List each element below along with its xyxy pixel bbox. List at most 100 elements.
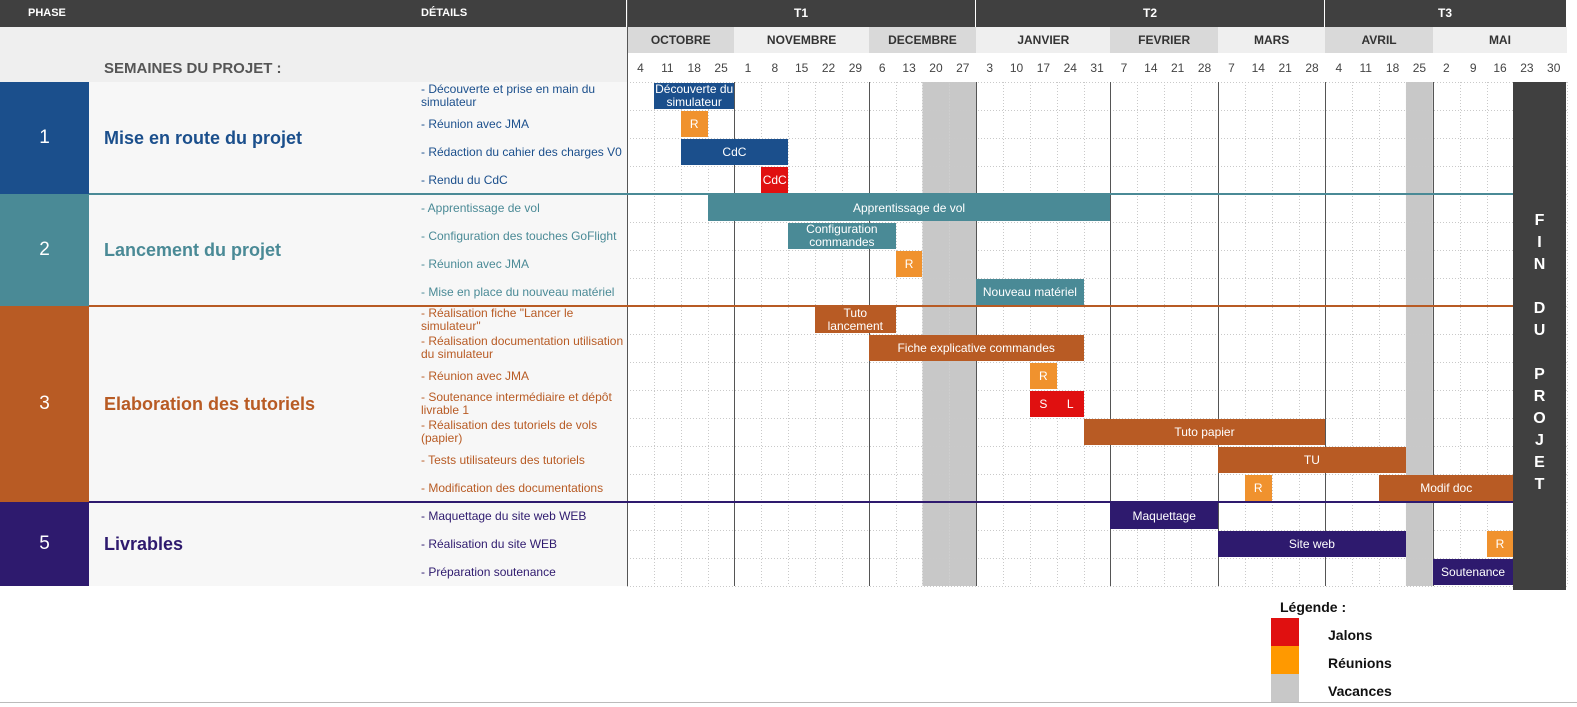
details-header: DÉTAILS (421, 7, 468, 19)
week-label: 29 (848, 61, 863, 75)
term-label-t2: T2 (1143, 6, 1158, 20)
week-label: 4 (637, 61, 644, 75)
phase-name: Livrables (104, 533, 184, 554)
bar-meeting: R (1486, 531, 1514, 557)
phase-background (89, 502, 627, 586)
phase-background (89, 194, 627, 306)
end-text-char: N (1533, 256, 1546, 273)
task-label: - Apprentissage de vol (421, 200, 540, 215)
task-label: - Réalisation du site WEB (421, 536, 558, 551)
end-text-char: O (1533, 410, 1546, 427)
week-label: 14 (1251, 61, 1265, 75)
phase-number: 1 (0, 82, 89, 194)
end-text-char: E (1534, 454, 1545, 471)
task-label: - Réunion avec JMA (421, 368, 530, 383)
week-label: 7 (1228, 61, 1235, 75)
week-label: 21 (1278, 61, 1292, 75)
month-label: NOVEMBRE (734, 27, 869, 53)
week-label: 6 (878, 61, 886, 75)
week-label: 4 (1335, 61, 1343, 75)
bar-meeting: R (895, 251, 923, 277)
phase-header: PHASE (28, 7, 66, 19)
term-divider (626, 0, 627, 27)
week-label: 28 (1197, 61, 1212, 75)
task-label: - Configuration des touches GoFlight (421, 228, 617, 243)
week-label: 14 (1144, 61, 1158, 75)
week-label: 2 (1442, 61, 1450, 75)
bar-meeting: R (1029, 363, 1057, 389)
week-label: 20 (929, 61, 943, 75)
bar-task: Apprentissage de vol (707, 195, 1111, 221)
bar-task: Nouveau matériel (976, 279, 1084, 305)
phase-name: Elaboration des tutoriels (104, 393, 316, 414)
task-label: - Découverte et prise en main du simulat… (421, 82, 596, 109)
task-label: - Soutenance intermédiaire et dépôt livr… (421, 390, 612, 417)
end-text-char: I (1537, 234, 1542, 251)
legend-swatch-meetings (1271, 646, 1299, 674)
end-text-char (1513, 342, 1566, 364)
phase-name: Mise en route du projet (104, 127, 303, 148)
week-label: 28 (1305, 61, 1319, 75)
task-label: - Modification des documentations (421, 480, 604, 495)
term-label-t1: T1 (794, 6, 809, 20)
week-label: 18 (687, 61, 701, 75)
legend-label-milestones: Jalons (1328, 627, 1373, 643)
week-label: 11 (1359, 61, 1372, 75)
week-label: 22 (821, 61, 836, 75)
week-label: 24 (1063, 61, 1077, 75)
week-label: 13 (902, 61, 916, 75)
week-label: 25 (1412, 61, 1427, 75)
week-label: 8 (771, 61, 779, 75)
end-text-char: D (1533, 300, 1546, 317)
bar-task: Soutenance (1432, 559, 1514, 585)
phase-name: Lancement du projet (104, 239, 282, 260)
task-label: - Réalisation documentation utilisation … (421, 334, 624, 361)
end-text-char: J (1535, 432, 1544, 449)
task-label: - Réunion avec JMA (421, 116, 530, 131)
bar-task: TU (1217, 447, 1406, 473)
phase-number: 5 (0, 502, 89, 586)
phase-background (89, 306, 627, 502)
week-label: 30 (1547, 61, 1561, 75)
month-label: FEVRIER (1110, 27, 1218, 53)
bar-milestone: S (1029, 391, 1057, 417)
term-divider (975, 0, 976, 27)
bar-meeting: R (680, 111, 708, 137)
end-text-char: R (1533, 388, 1546, 405)
week-label: 11 (661, 61, 674, 75)
task-label: - Réunion avec JMA (421, 256, 530, 271)
month-label: DECEMBRE (868, 27, 977, 53)
week-label: 1 (744, 61, 752, 75)
task-label: - Tests utilisateurs des tutoriels (421, 452, 585, 467)
phase-number: 2 (0, 194, 89, 306)
legend-swatch-holidays (1271, 674, 1299, 702)
week-label: 10 (1009, 61, 1024, 75)
end-text-char: T (1534, 476, 1545, 493)
week-label: 9 (1469, 61, 1477, 75)
week-label: 7 (1120, 61, 1128, 75)
end-text-char (1513, 276, 1566, 298)
week-label: 21 (1171, 61, 1185, 75)
left-header-area (0, 27, 627, 82)
bottom-border (0, 702, 1577, 703)
bar-task: Modif doc (1379, 475, 1514, 501)
task-label: - Rendu du CdC (421, 172, 508, 187)
month-label: MARS (1217, 27, 1326, 53)
header-band (0, 0, 1566, 27)
end-text-char: F (1534, 212, 1545, 229)
week-label: 27 (956, 61, 970, 75)
task-label: - Préparation soutenance (421, 564, 556, 579)
bar-task: CdC (680, 139, 789, 165)
task-label: - Maquettage du site web WEB (421, 508, 587, 523)
week-label: 15 (794, 61, 809, 75)
bar-milestone: CdC (761, 167, 789, 193)
month-label: JANVIER (976, 27, 1111, 53)
month-label: AVRIL (1325, 27, 1433, 53)
task-label: - Rédaction du cahier des charges V0 (421, 144, 622, 159)
bar-milestone: L (1056, 391, 1084, 417)
week-label: 17 (1036, 61, 1051, 75)
month-label: MAI (1432, 27, 1568, 53)
bar-task: Fiche explicative commandes (868, 335, 1084, 361)
